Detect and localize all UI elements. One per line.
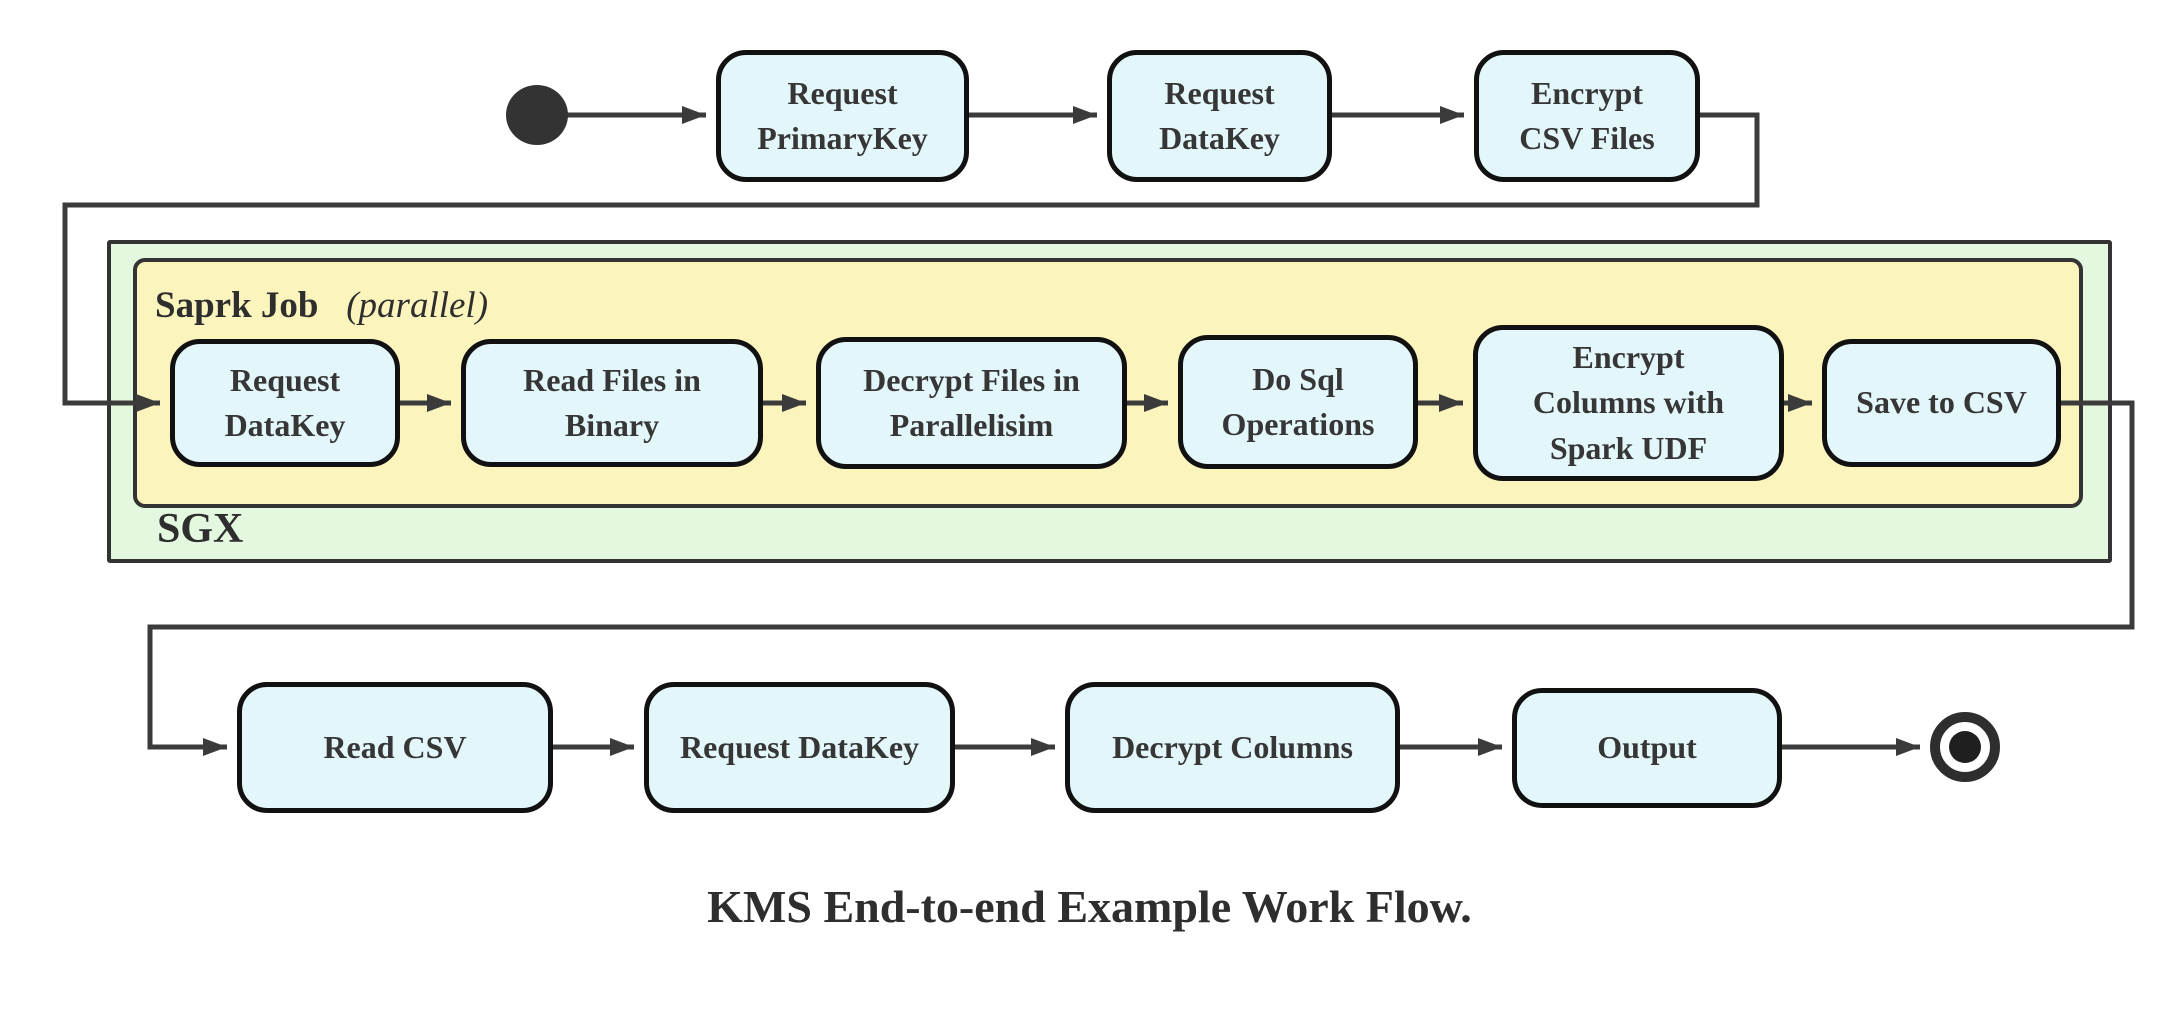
spark-job-label: Saprk Job (parallel) (155, 284, 488, 327)
node-encrypt-columns-with-spark-udf-label: Encrypt Columns with Spark UDF (1532, 338, 1725, 466)
node-save-to-csv: Save to CSV (1822, 339, 2061, 467)
node-decrypt-files-in-parallelism: Decrypt Files in Parallelisim (816, 337, 1127, 469)
edge-encrypt-csv-to-sgx-request-datakey (62, 112, 1760, 412)
spark-job-label-parallel: (parallel) (346, 285, 489, 326)
node-request-datakey-client-label: Request DataKey (679, 728, 920, 765)
node-read-csv: Read CSV (237, 682, 553, 813)
node-output: Output (1512, 688, 1782, 808)
node-decrypt-files-in-parallelism-label: Decrypt Files in Parallelisim (863, 361, 1080, 443)
spark-job-label-name: Saprk Job (155, 285, 319, 326)
node-request-primarykey: Request PrimaryKey (716, 50, 969, 182)
node-read-files-in-binary: Read Files in Binary (461, 339, 763, 467)
node-request-datakey-sgx-label: Request DataKey (224, 361, 346, 443)
node-read-files-in-binary-label: Read Files in Binary (523, 361, 701, 443)
node-request-datakey-sgx: Request DataKey (170, 339, 400, 467)
edge-save-csv-to-read-csv (147, 400, 2135, 756)
node-encrypt-csv-files: Encrypt CSV Files (1474, 50, 1700, 182)
node-request-datakey-top-label: Request DataKey (1159, 74, 1280, 156)
node-request-datakey-top: Request DataKey (1107, 50, 1332, 182)
node-output-label: Output (1597, 729, 1697, 766)
node-do-sql-operations: Do Sql Operations (1178, 335, 1418, 469)
diagram-caption: KMS End-to-end Example Work Flow. (707, 881, 1472, 932)
node-do-sql-operations-label: Do Sql Operations (1221, 360, 1375, 442)
sgx-label: SGX (157, 506, 244, 552)
node-save-to-csv-label: Save to CSV (1856, 384, 2027, 421)
start-state-icon (506, 85, 568, 145)
end-state-dot (1949, 731, 1981, 763)
end-state-icon (1930, 712, 2000, 782)
node-request-primarykey-label: Request PrimaryKey (757, 74, 928, 156)
node-encrypt-columns-with-spark-udf: Encrypt Columns with Spark UDF (1473, 325, 1784, 481)
node-decrypt-columns: Decrypt Columns (1065, 682, 1400, 813)
node-read-csv-label: Read CSV (323, 728, 467, 765)
node-request-datakey-client: Request DataKey (644, 682, 955, 813)
node-decrypt-columns-label: Decrypt Columns (1112, 728, 1353, 765)
node-encrypt-csv-files-label: Encrypt CSV Files (1519, 74, 1655, 156)
